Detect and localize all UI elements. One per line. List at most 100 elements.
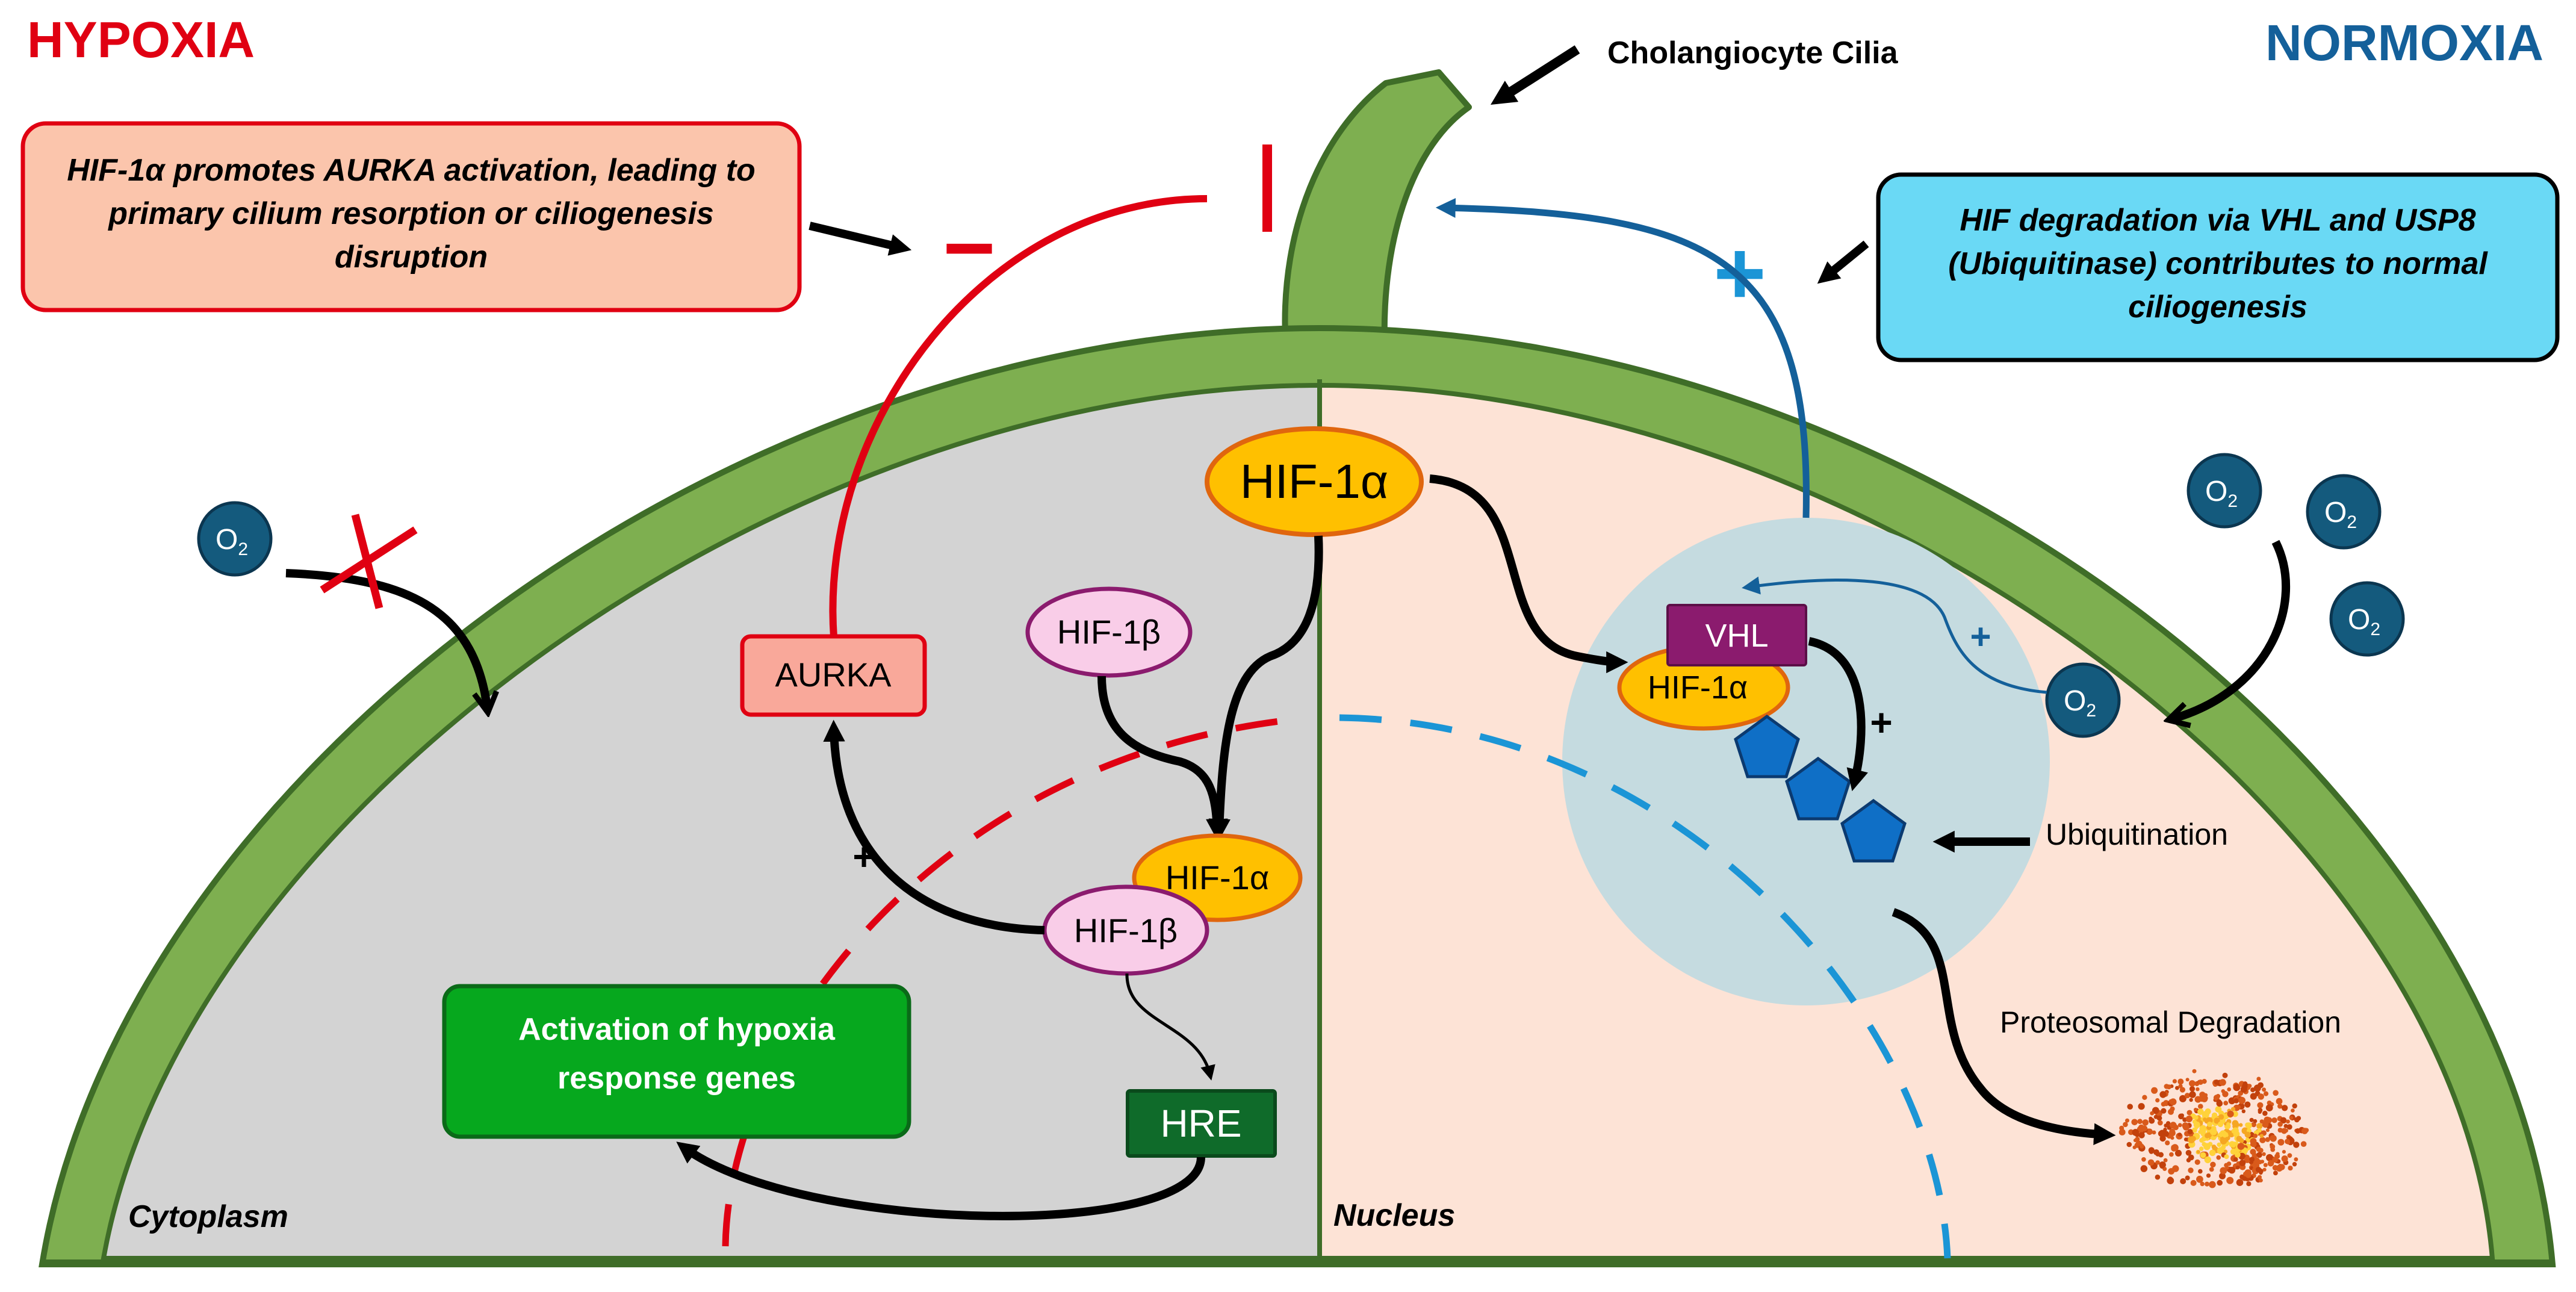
o2-r1-base: O (2205, 476, 2227, 508)
fragment-dot (2199, 1146, 2204, 1151)
normoxia-box: HIF degradation via VHL and USP8 (Ubiqui… (1876, 172, 2560, 362)
ubiquitin-2 (1785, 756, 1851, 821)
fragment-dot (2137, 1119, 2143, 1124)
fragment-dot (2257, 1102, 2264, 1108)
fragment-dot (2274, 1154, 2280, 1160)
fragment-dot (2146, 1128, 2153, 1135)
fragment-dot (2236, 1135, 2242, 1142)
fragment-dot (2262, 1121, 2269, 1128)
fragment-dot (2228, 1167, 2236, 1174)
hif1a-to-complex-arrow (1208, 535, 1323, 841)
block-x-mark (320, 514, 418, 609)
activation-line-2: response genes (557, 1061, 796, 1096)
fragment-dot (2220, 1137, 2227, 1144)
fragment-dot (2226, 1176, 2234, 1184)
fragment-dot (2179, 1087, 2185, 1093)
fragment-dot (2244, 1101, 2251, 1108)
fragment-dot (2217, 1121, 2223, 1128)
svg-text:O2: O2 (2324, 497, 2357, 532)
fragment-dot (2267, 1101, 2272, 1105)
fragment-dot (2270, 1147, 2276, 1152)
fragment-dot (2178, 1113, 2184, 1120)
normoxia-title: NORMOXIA (2265, 14, 2543, 71)
fragment-dot (2151, 1087, 2158, 1094)
fragment-dot (2224, 1154, 2229, 1160)
fragment-dot (2140, 1165, 2148, 1172)
fragment-dot (2148, 1147, 2155, 1154)
hypoxia-box-line-1: HIF-1α promotes AURKA activation, leadin… (67, 153, 756, 188)
fragment-dot (2277, 1138, 2285, 1146)
fragment-dot (2118, 1129, 2126, 1135)
fragment-dot (2203, 1117, 2207, 1122)
o2-molecule-right-2: O2 (2306, 474, 2382, 550)
fragment-dot (2198, 1104, 2203, 1109)
fragment-dot (2276, 1098, 2283, 1105)
o2-r3-sub: 2 (2370, 620, 2380, 639)
o2-molecule-right-3: O2 (2329, 581, 2405, 657)
fragment-dot (2279, 1164, 2285, 1170)
fragment-dot (2286, 1124, 2292, 1130)
plus-vhl: + (1870, 701, 1892, 744)
fragment-dot (2163, 1128, 2167, 1132)
fragment-dot (2244, 1156, 2251, 1163)
fragment-dot (2194, 1115, 2199, 1120)
o2-r2-base: O (2324, 497, 2347, 529)
fragment-dot (2295, 1128, 2301, 1134)
fragment-dot (2185, 1150, 2192, 1156)
fragment-dot (2235, 1152, 2241, 1158)
o2-to-vhl-arrow (1742, 576, 2047, 694)
nuclear-envelope-normoxia (1339, 714, 1951, 1259)
fragment-dot (2292, 1103, 2297, 1109)
fragment-dot (2247, 1084, 2252, 1089)
fragment-dot (2205, 1113, 2209, 1117)
fragment-dot (2233, 1084, 2241, 1092)
fragment-dot (2270, 1135, 2277, 1142)
fragment-dot (2159, 1164, 2165, 1169)
fragment-dot (2175, 1085, 2179, 1090)
fragment-dot (2241, 1109, 2245, 1114)
fragment-dot (2227, 1110, 2234, 1117)
complex-to-aurka-arrow (823, 719, 1045, 934)
fragment-dot (2249, 1157, 2255, 1162)
fragment-dot (2139, 1143, 2144, 1149)
fragment-dot (2216, 1100, 2223, 1107)
fragment-dot (2152, 1130, 2156, 1135)
fragment-dot (2206, 1173, 2211, 1178)
fragment-dot (2155, 1098, 2160, 1103)
fragment-dot (2205, 1181, 2209, 1187)
fragment-dot (2141, 1125, 2148, 1132)
fragment-dot (2273, 1170, 2278, 1176)
fragment-dot (2262, 1167, 2267, 1172)
fragment-dot (2123, 1122, 2128, 1128)
fragment-dot (2198, 1169, 2203, 1174)
cytoplasm-label: Cytoplasm (128, 1199, 288, 1234)
fragment-dot (2180, 1178, 2186, 1184)
fragment-dot (2185, 1078, 2190, 1082)
fragment-dot (2177, 1132, 2182, 1137)
fragment-dot (2217, 1179, 2223, 1186)
svg-text:O2: O2 (2064, 685, 2096, 721)
hif1a-vhl-label: HIF-1α (1648, 669, 1748, 706)
cilium (1282, 69, 1472, 349)
fragment-dot (2192, 1069, 2197, 1073)
fragment-dot (2135, 1137, 2140, 1142)
fragment-dot (2256, 1123, 2263, 1129)
hre-to-activation-arrow (676, 1141, 1205, 1220)
fragment-dot (2163, 1158, 2168, 1163)
fragment-dot (2177, 1078, 2184, 1085)
fragment-dot (2131, 1119, 2138, 1126)
fragment-dot (2245, 1122, 2252, 1129)
svg-text:O2: O2 (216, 524, 248, 559)
fragment-dot (2189, 1086, 2196, 1092)
fragment-dot (2246, 1181, 2252, 1187)
fragment-dot (2179, 1095, 2186, 1102)
hif1a-to-vhl-arrow (1429, 474, 1628, 674)
fragment-dot (2171, 1144, 2179, 1152)
fragment-dot (2166, 1084, 2171, 1090)
hypoxia-box: HIF-1α promotes AURKA activation, leadin… (20, 121, 802, 312)
fragment-dot (2186, 1110, 2193, 1116)
ubiquitination-label: Ubiquitination (2046, 818, 2228, 851)
hre-label: HRE (1160, 1102, 1241, 1145)
fragment-dot (2200, 1181, 2205, 1187)
fragment-dot (2281, 1105, 2288, 1111)
